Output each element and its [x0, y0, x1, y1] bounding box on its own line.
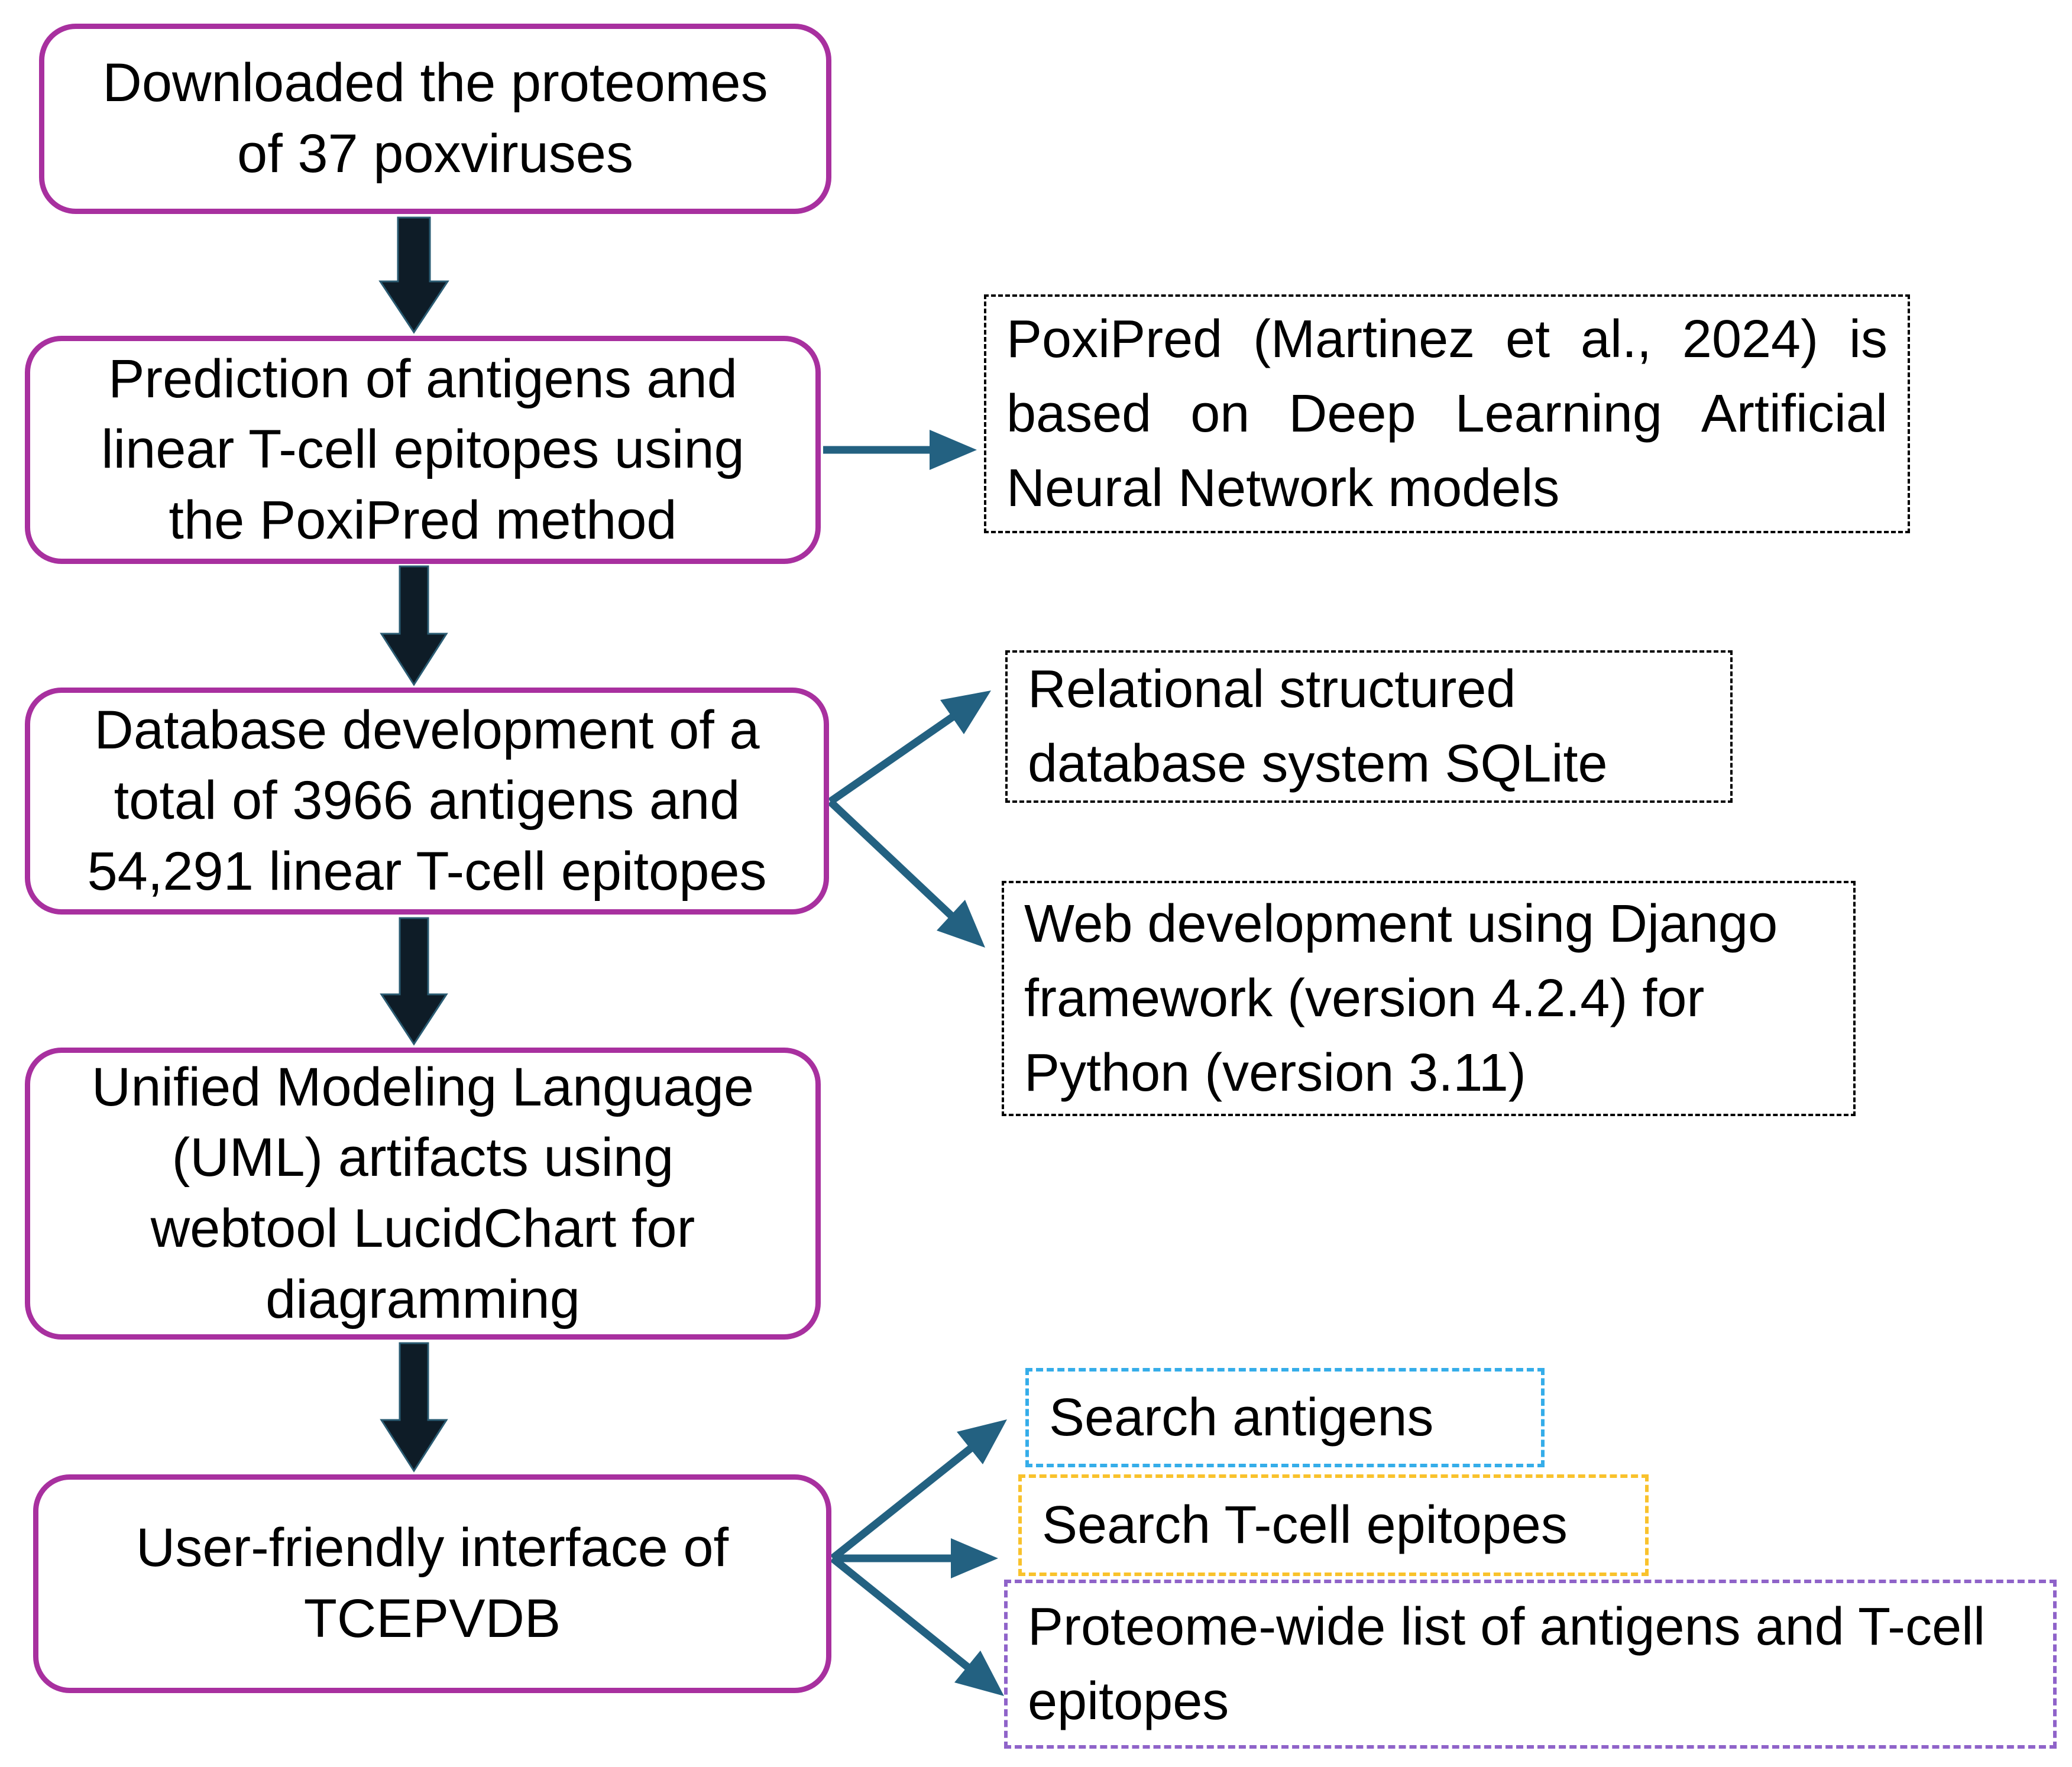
- arrow-interface-to-search-epitopes: [833, 1538, 998, 1578]
- flow-box-download-proteomes: Downloaded the proteomes of 37 poxviruse…: [39, 24, 831, 214]
- arrow-database-to-sqlite-note: [828, 690, 991, 805]
- note-box-sqlite: Relational structured database system SQ…: [1005, 650, 1733, 803]
- flow-box-database-development: Database development of a total of 3966 …: [25, 688, 829, 915]
- flow-box-prediction-epitopes: Prediction of antigens and linear T-cell…: [25, 336, 821, 564]
- note-box-search-epitopes-text: Search T-cell epitopes: [1042, 1496, 1568, 1555]
- arrow-prediction-to-poxipred-note: [823, 430, 977, 470]
- arrow-interface-to-proteome-list: [830, 1555, 1004, 1696]
- note-box-search-antigens-text: Search antigens: [1049, 1388, 1434, 1447]
- note-box-sqlite-text: Relational structured database system SQ…: [1028, 660, 1608, 793]
- arrow-database-to-uml: [380, 917, 448, 1046]
- flow-box-prediction-epitopes-text: Prediction of antigens and linear T-cell…: [101, 348, 744, 550]
- note-box-search-antigens: Search antigens: [1025, 1368, 1545, 1467]
- arrow-interface-to-search-antigens: [830, 1419, 1007, 1562]
- flow-box-user-interface: User-friendly interface of TCEPVDB: [33, 1474, 831, 1693]
- note-box-search-epitopes: Search T-cell epitopes: [1018, 1474, 1649, 1576]
- flow-box-database-development-text: Database development of a total of 3966 …: [87, 699, 767, 902]
- note-box-poxipred-line3: Neural Network models: [1006, 459, 1560, 518]
- note-box-proteome-list-text: Proteome-wide list of antigens and T-cel…: [1028, 1597, 1986, 1731]
- note-box-django: Web development using Django framework (…: [1002, 881, 1856, 1116]
- flow-box-user-interface-text: User-friendly interface of TCEPVDB: [135, 1518, 729, 1649]
- flow-box-uml-artifacts: Unified Modeling Language (UML) artifact…: [25, 1048, 821, 1340]
- arrow-download-to-prediction: [378, 216, 449, 334]
- note-box-django-text: Web development using Django framework (…: [1024, 894, 1778, 1103]
- note-box-proteome-list: Proteome-wide list of antigens and T-cel…: [1004, 1580, 2057, 1749]
- arrow-database-to-django-note: [827, 799, 985, 948]
- arrow-uml-to-interface: [380, 1342, 448, 1473]
- arrow-prediction-to-database: [380, 565, 448, 686]
- flow-box-download-proteomes-text: Downloaded the proteomes of 37 poxviruse…: [102, 53, 768, 184]
- flow-box-uml-artifacts-text: Unified Modeling Language (UML) artifact…: [91, 1056, 755, 1330]
